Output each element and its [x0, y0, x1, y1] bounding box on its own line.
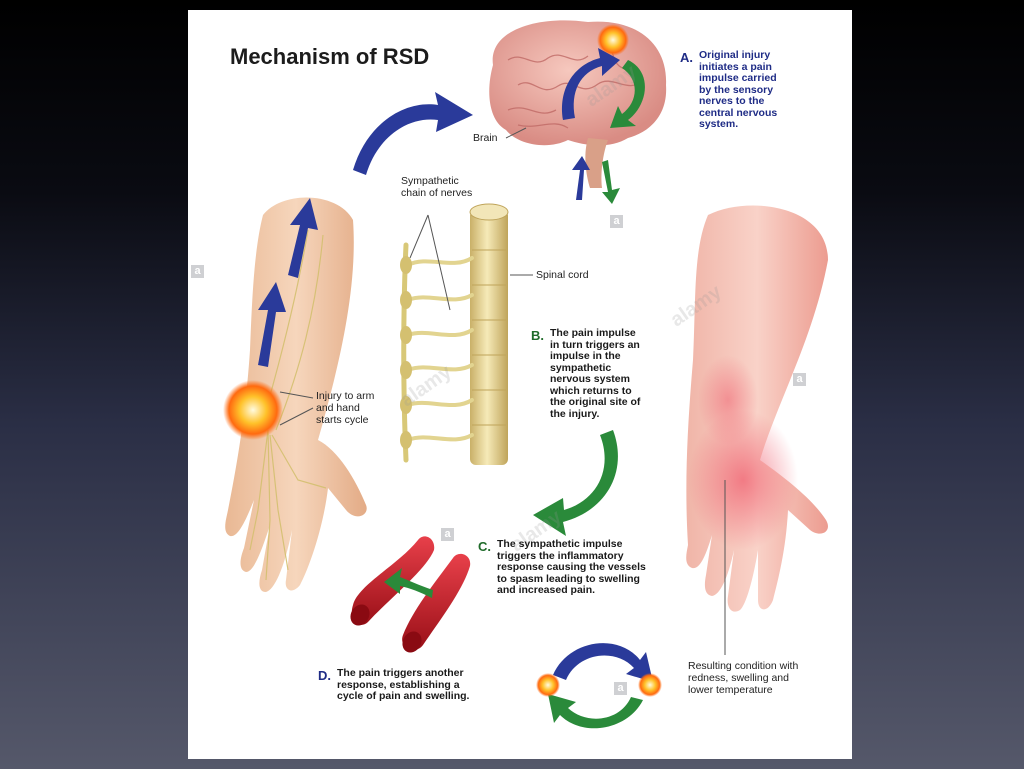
step-a-letter: A.	[680, 50, 693, 65]
diagram-title: Mechanism of RSD	[230, 44, 430, 69]
spinal-cord-illustration	[400, 203, 509, 465]
arrow-to-brain	[353, 92, 473, 175]
watermark-badge: a	[191, 265, 204, 278]
arrow-return-to-site	[533, 430, 618, 536]
diagram-artwork	[223, 20, 828, 729]
step-d-letter: D.	[318, 668, 331, 683]
spinal-cord-label: Spinal cord	[536, 269, 589, 281]
sympathetic-chain-label: Sympathetic chain of nerves	[401, 175, 473, 199]
watermark-badge: a	[614, 682, 627, 695]
cycle-arrows-illustration	[536, 643, 662, 729]
afferent-arrows	[258, 198, 318, 367]
watermark-badge: a	[793, 373, 806, 386]
blood-vessels-illustration	[350, 536, 471, 653]
right-arm-illustration	[686, 205, 828, 655]
watermark-badge: a	[610, 215, 623, 228]
resulting-condition-label: Resulting condition with redness, swelli…	[688, 660, 799, 696]
step-c-letter: C.	[478, 539, 491, 554]
brain-label: Brain	[473, 132, 498, 144]
injury-label: Injury to arm and hand starts cycle	[316, 390, 375, 426]
watermark-badge: a	[441, 528, 454, 541]
brain-illustration	[489, 20, 667, 204]
diagram-panel: alamy alamy alamy alamy a a a a a Mechan…	[188, 10, 852, 759]
step-b-letter: B.	[531, 328, 544, 343]
